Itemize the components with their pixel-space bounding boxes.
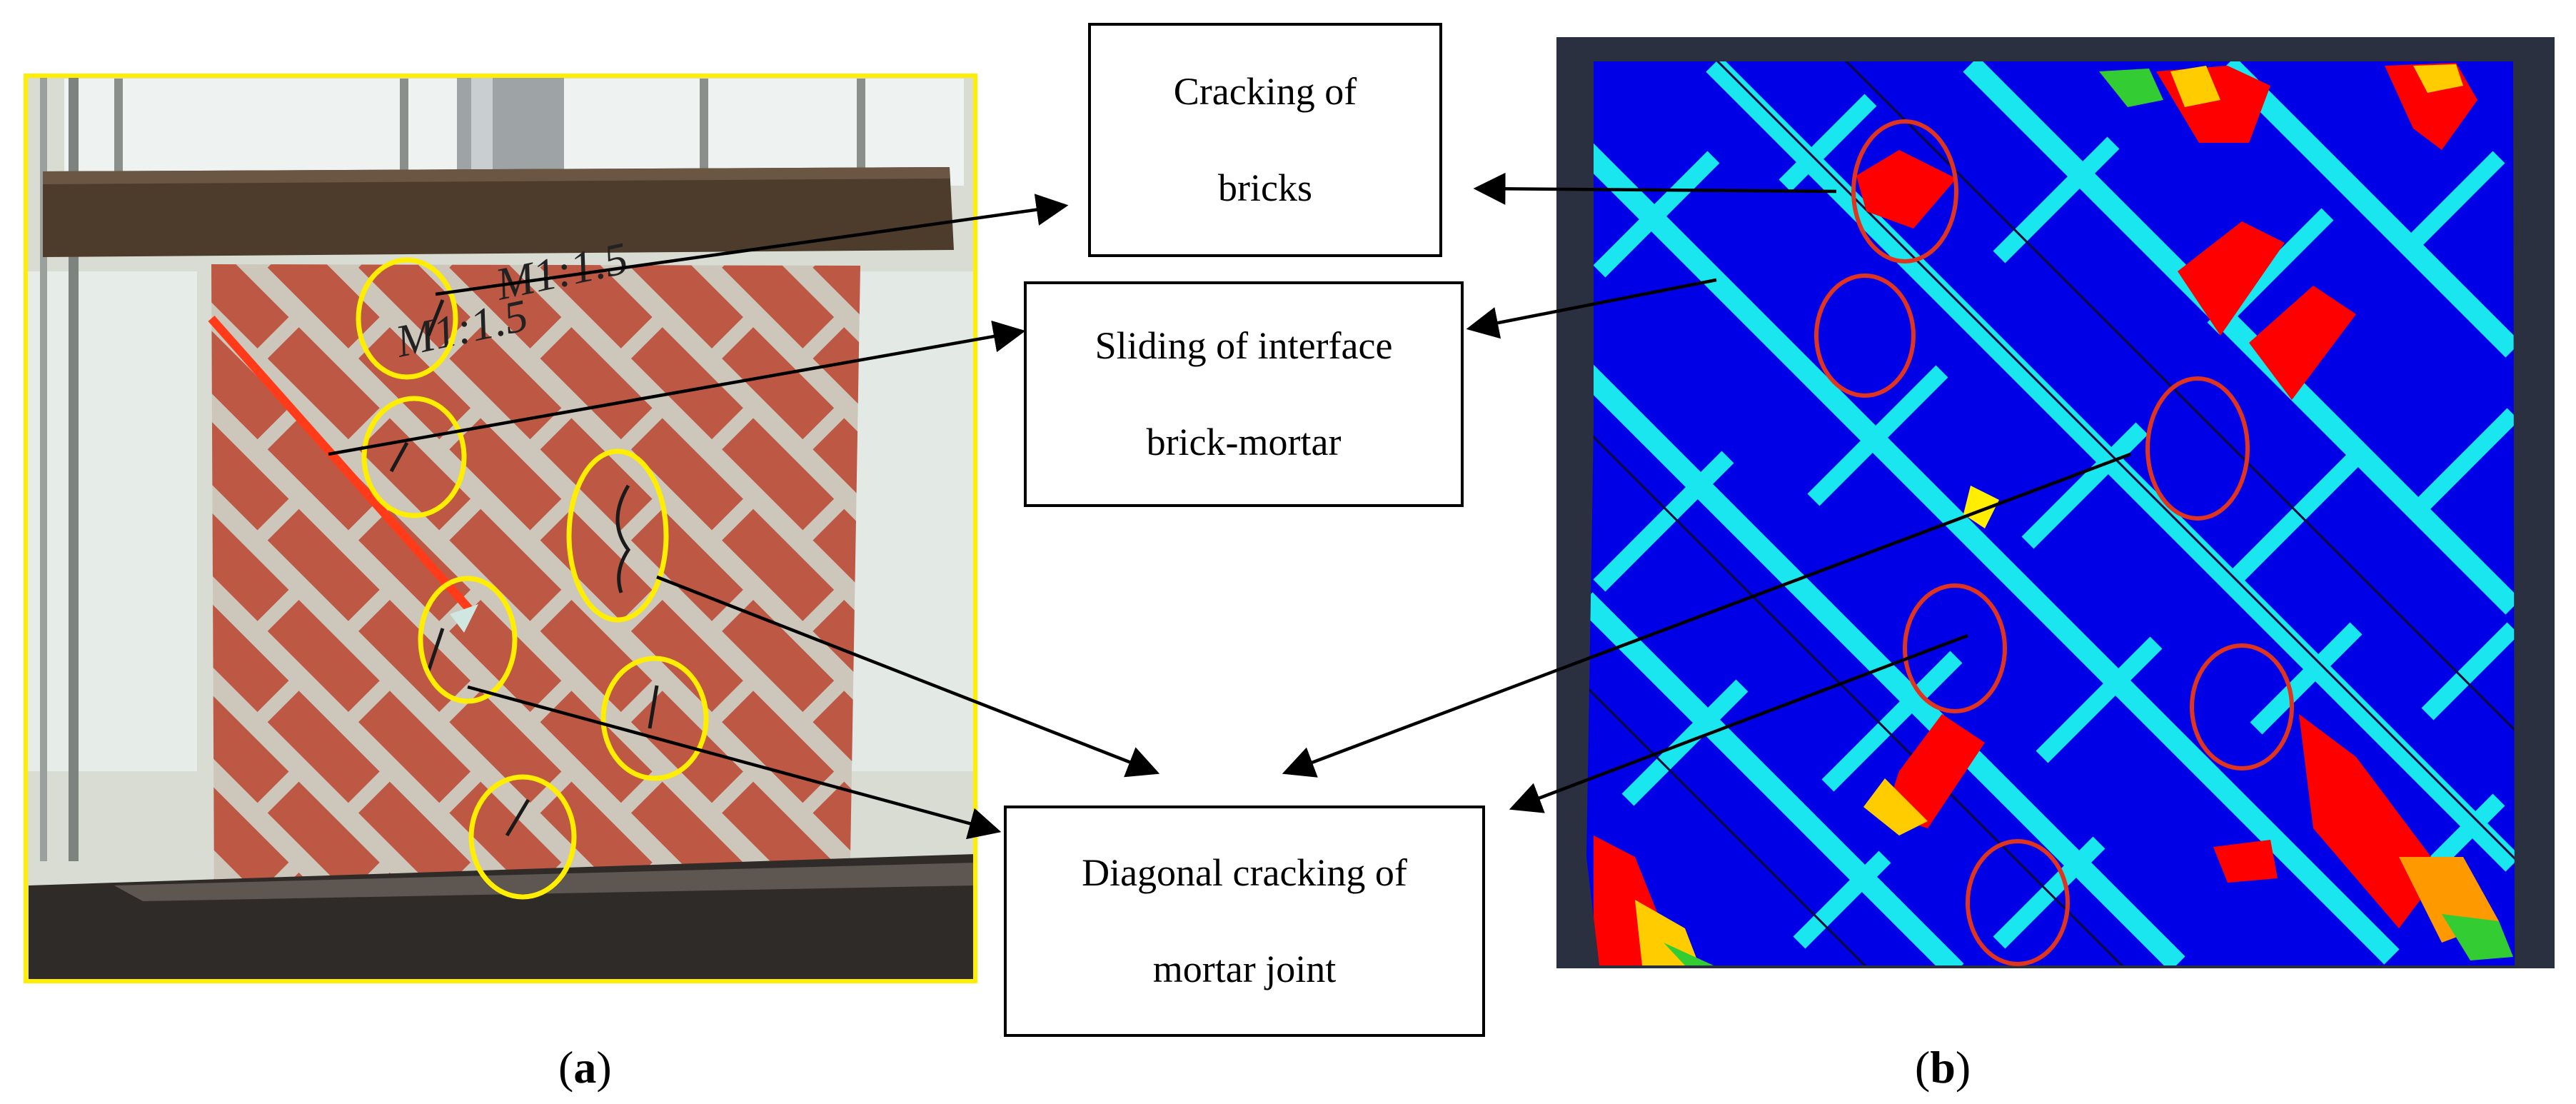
sim-highlight-circle	[1814, 274, 1916, 398]
highlight-circles-a	[356, 257, 709, 900]
arrow-icon	[328, 320, 1026, 456]
highlight-circle	[361, 396, 467, 518]
caption-paren: (	[558, 1042, 574, 1093]
label-sliding-interface: Sliding of interface brick-mortar	[1024, 281, 1464, 507]
sim-highlight-circle	[1851, 119, 1958, 264]
label-line: brick-mortar	[1146, 421, 1342, 463]
label-diagonal-cracking: Diagonal cracking of mortar joint	[1004, 806, 1485, 1037]
highlight-circle	[600, 656, 709, 781]
damage-zones	[1594, 63, 2513, 965]
label-line: Diagonal cracking of	[1082, 851, 1407, 894]
diagonal-crack-line	[208, 316, 475, 614]
caption-paren: (	[1915, 1042, 1931, 1093]
label-line: Cracking of	[1173, 70, 1357, 113]
photo-border	[24, 74, 977, 983]
label-line: mortar joint	[1152, 948, 1337, 990]
label-line: Sliding of interface	[1095, 324, 1393, 367]
sim-highlight-circle	[1903, 583, 2007, 713]
arrow-icon	[656, 575, 1160, 778]
caption-paren: )	[1955, 1042, 1971, 1093]
arrow-icon	[1473, 172, 1837, 205]
highlight-circle	[356, 257, 458, 380]
callout-arrows	[328, 172, 2131, 840]
arrow-icon	[467, 685, 1002, 840]
arrow-icon	[1282, 452, 2131, 778]
caption-a: (a)	[558, 1041, 612, 1094]
photo-panel-a: M1:1.5 M1:1.5	[26, 76, 975, 981]
caption-letter: a	[573, 1042, 597, 1093]
caption-paren: )	[596, 1042, 612, 1093]
label-line: bricks	[1218, 166, 1312, 209]
sim-highlight-circle	[1966, 839, 2070, 966]
highlight-circles-b	[1814, 119, 2294, 966]
label-cracking-of-bricks: Cracking of bricks	[1088, 23, 1442, 257]
highlight-circle	[566, 448, 669, 623]
highlight-circle	[418, 576, 518, 704]
arrow-icon	[1509, 633, 1968, 813]
sim-highlight-circle	[2145, 376, 2250, 521]
caption-letter: b	[1930, 1042, 1956, 1093]
arrow-icon	[1466, 278, 1717, 339]
sim-highlight-circle	[2190, 643, 2294, 771]
arrow-icon	[435, 194, 1069, 296]
fem-panel-b	[1556, 37, 2555, 968]
highlight-circle	[468, 774, 577, 900]
caption-b: (b)	[1915, 1041, 1971, 1094]
